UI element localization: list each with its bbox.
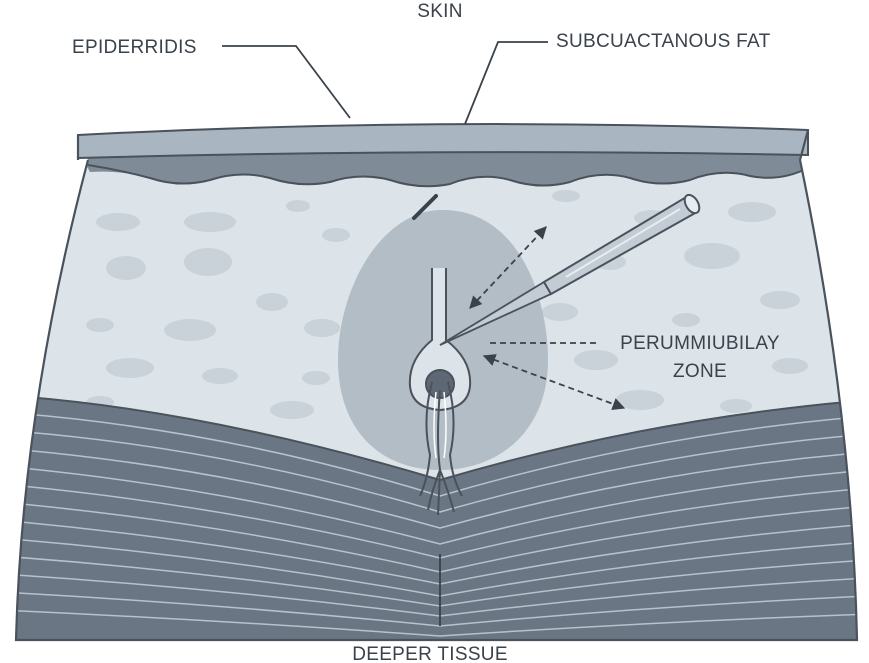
umbilical-structure	[408, 268, 472, 516]
fat-label: SUBCUACTANOUS FAT	[556, 31, 771, 52]
leader-lines	[222, 41, 548, 626]
zone-label-line1: PERUMMIUBILAY	[620, 333, 780, 354]
fat-blobs	[86, 190, 808, 419]
skin-surface	[77, 123, 809, 160]
skin-label: SKIN	[417, 1, 463, 22]
incision-mark	[412, 194, 438, 220]
epidermis-boundary	[87, 164, 809, 188]
arrow-down-right	[482, 354, 626, 410]
epidermis-label: EPIDERRIDIS	[72, 37, 197, 58]
epidermis-band	[78, 150, 808, 187]
fat-leader	[464, 41, 548, 125]
arrow-up-right	[469, 226, 547, 309]
tissue-outline	[14, 129, 859, 642]
deeper-tissue-label: DEEPER TISSUE	[352, 644, 508, 663]
epidermis-leader	[222, 45, 351, 119]
zone-label-line2: ZONE	[673, 361, 727, 382]
diffusion-arrows	[469, 226, 626, 410]
